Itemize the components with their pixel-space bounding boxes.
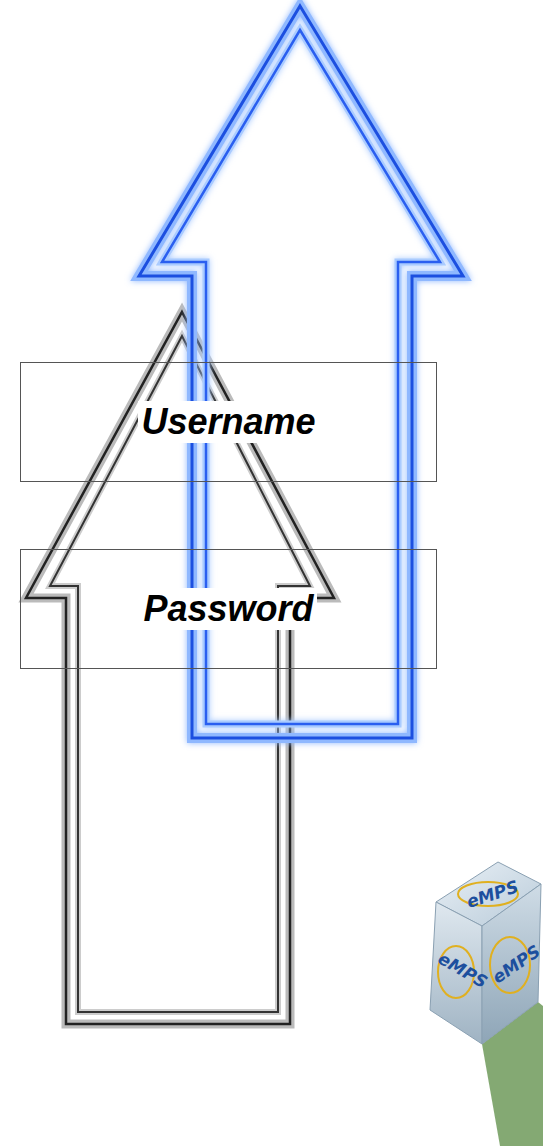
emps-cube-logo: [430, 862, 543, 1146]
blue-arrow: [139, 6, 463, 738]
grey-arrow: [26, 312, 334, 1024]
field-label: Username: [138, 401, 318, 442]
logo-text: eMPS: [490, 943, 543, 987]
input-field-box: Password: [20, 549, 437, 669]
logo-text: eMPS: [465, 878, 521, 911]
logo-text: eMPS: [435, 950, 490, 991]
field-label: Password: [140, 588, 316, 629]
input-field-box: Username: [20, 362, 437, 482]
